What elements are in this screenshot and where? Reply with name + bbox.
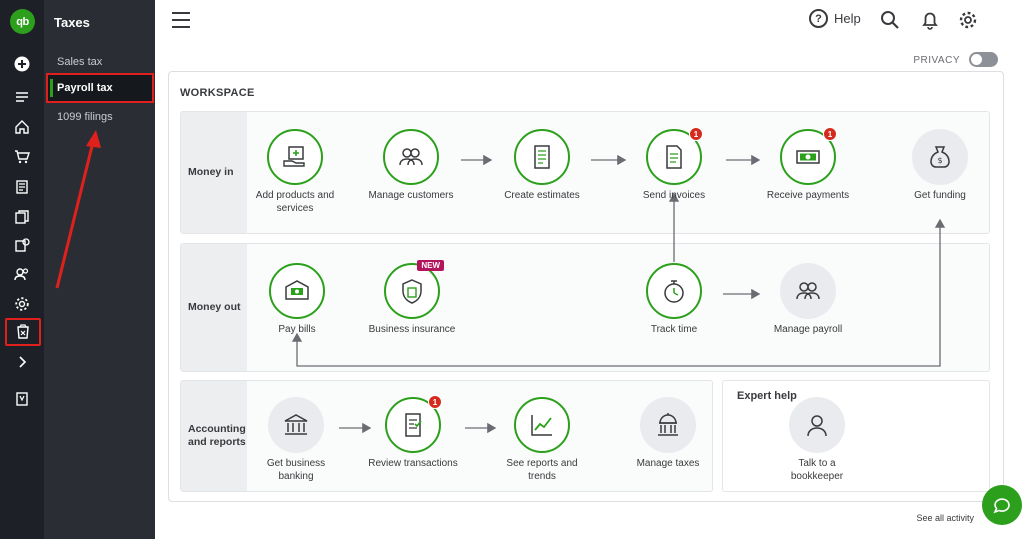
privacy-label: PRIVACY [913,55,960,66]
node-track-time[interactable]: Track time [629,263,719,336]
subnav-item-sales-tax[interactable]: Sales tax [57,56,103,68]
new-badge: NEW [417,260,444,271]
question-icon: ? [809,9,828,28]
search-icon[interactable] [880,10,900,30]
gear-icon[interactable] [11,293,33,315]
money-bag-icon: $ [930,146,950,168]
invoice-icon [666,145,682,169]
expert-help-title: Expert help [737,390,797,402]
expert-help-panel: Expert help [722,380,990,492]
node-manage-taxes[interactable]: Manage taxes [623,397,713,470]
node-label: Manage payroll [773,324,843,335]
files-icon[interactable] [11,206,33,228]
payment-icon [796,150,820,164]
subnav-item-1099-filings[interactable]: 1099 filings [57,111,113,123]
settings-gear-icon[interactable] [958,10,978,30]
node-label: Business insurance [368,324,456,335]
bill-icon [285,280,309,300]
help-label: Help [834,11,861,26]
node-review-transactions[interactable]: 1 Review transactions [368,395,458,470]
node-manage-customers[interactable]: Manage customers [366,129,456,202]
node-add-products[interactable]: Add products and services [250,129,340,215]
help-button[interactable]: ? Help [809,9,861,28]
node-label: Receive payments [766,190,850,201]
contacts-icon[interactable] [11,263,33,285]
node-create-estimates[interactable]: Create estimates [497,129,587,202]
top-bar: ? Help [155,0,1024,44]
transactions-icon [405,413,422,437]
workspace-card: WORKSPACE Money in Money out Accounting … [168,71,1004,502]
node-label: Talk to a bookkeeper [790,458,844,482]
person-icon [807,415,827,437]
node-label: Review transactions [368,458,458,469]
accounting-panel: Accounting and reports [180,380,713,492]
node-label: Manage customers [368,190,454,201]
node-receive-payments[interactable]: 1 Receive payments [763,127,853,202]
estimate-icon [534,145,550,169]
subnav-item-payroll-tax[interactable]: Payroll tax [46,73,154,103]
workspace-title: WORKSPACE [180,87,255,99]
node-reports-trends[interactable]: See reports and trends [497,397,587,483]
subnav-title: Taxes [54,15,90,30]
node-pay-bills[interactable]: Pay bills [252,263,342,336]
see-all-activity-link[interactable]: See all activity [916,513,974,523]
left-rail: qb [0,0,44,539]
payroll-icon [796,282,820,300]
node-send-invoices[interactable]: 1 Send invoices [629,127,719,202]
node-label: Pay bills [278,324,316,335]
svg-text:$: $ [937,156,942,165]
bank-icon [284,414,308,435]
money-in-label: Money in [181,112,247,233]
customers-icon [399,148,423,166]
node-label: Create estimates [504,190,580,201]
money-out-label: Money out [181,244,247,371]
chevron-right-icon[interactable] [11,351,33,373]
node-business-insurance[interactable]: NEW Business insurance [367,260,457,336]
government-building-icon [658,413,678,436]
shield-icon [402,279,422,304]
document-icon[interactable] [11,176,33,198]
create-plus-icon[interactable] [11,53,33,75]
node-label: Track time [650,324,698,335]
stopwatch-icon [664,280,684,303]
product-box-icon [283,146,305,167]
chart-trend-icon [531,415,552,436]
chat-button[interactable] [982,485,1022,525]
chat-bubble-icon [993,498,1010,514]
node-talk-to-bookkeeper[interactable]: Talk to a bookkeeper [772,397,862,483]
node-label: Get funding [914,190,966,201]
notification-badge: 1 [428,395,442,409]
hamburger-menu-icon[interactable] [172,12,190,28]
taxes-subnav: Taxes Sales tax Payroll tax 1099 filings [44,0,155,539]
node-label: Get business banking [266,458,326,482]
node-label: Send invoices [642,190,706,201]
bell-icon[interactable] [920,10,940,30]
shopping-cart-icon[interactable] [11,146,33,168]
node-label: Add products and services [255,190,335,214]
accounting-label: Accounting and reports [181,381,247,491]
payments-doc-icon[interactable] [11,234,33,256]
notification-badge: 1 [689,127,703,141]
node-label: See reports and trends [506,458,578,482]
main-area: PRIVACY WORKSPACE Money in Money out Acc… [155,44,1024,539]
node-get-funding[interactable]: $ Get funding [895,129,985,202]
quickbooks-logo[interactable]: qb [10,9,35,34]
notification-badge: 1 [823,127,837,141]
home-icon[interactable] [11,116,33,138]
taxes-icon[interactable] [5,318,41,346]
menu-list-icon[interactable] [11,86,33,108]
node-business-banking[interactable]: Get business banking [251,397,341,483]
node-label: Manage taxes [636,458,700,469]
bookmark-icon[interactable] [11,388,33,410]
node-manage-payroll[interactable]: Manage payroll [763,263,853,336]
privacy-toggle[interactable] [969,52,998,67]
